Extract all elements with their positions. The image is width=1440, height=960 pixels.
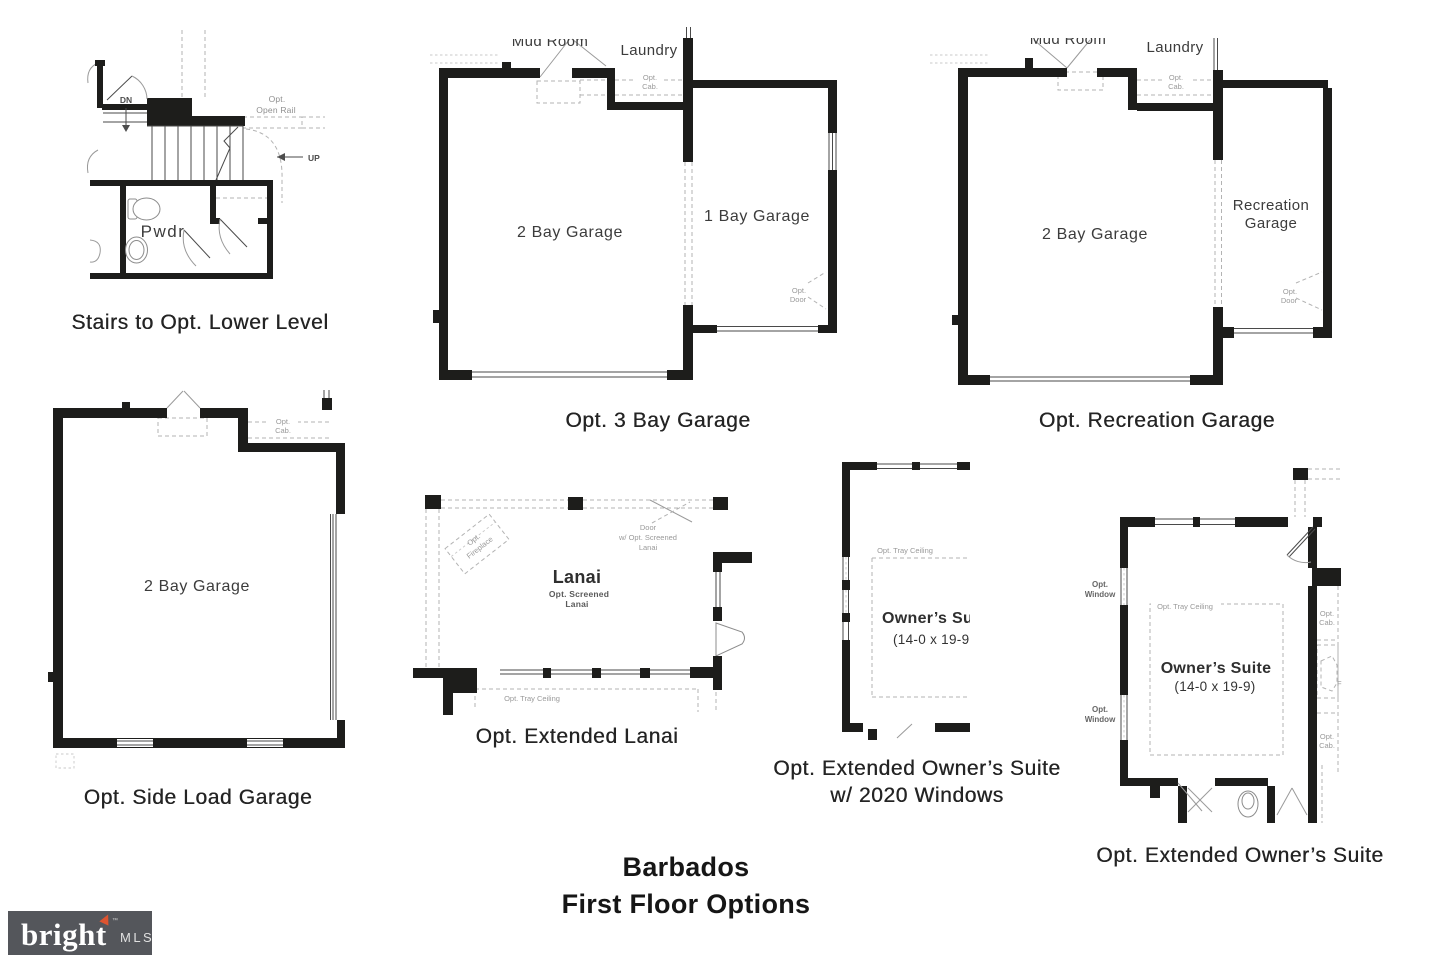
opt-window-label-2-line1: Opt.: [1092, 705, 1108, 714]
walls: [952, 38, 1332, 385]
opt-door-label-line1: Opt.: [1283, 287, 1297, 296]
direction-arrows: [122, 108, 303, 161]
bright-mls-logo: bright ™ MLS: [8, 911, 152, 955]
pwdr-room-label: Pwdr: [141, 222, 186, 241]
logo-brand-text: bright: [21, 917, 107, 952]
door-swings: [1033, 39, 1091, 69]
caption-recreation-garage: Opt. Recreation Garage: [1038, 409, 1276, 432]
caption-extended-suite-2020-line1: Opt. Extended Owner’s Suite: [773, 757, 1061, 780]
dashed-details: [430, 54, 827, 310]
caption-side-load-garage: Opt. Side Load Garage: [83, 786, 313, 809]
dashed-details: [930, 54, 1323, 311]
caption-extended-suite-2020-line2: w/ 2020 Windows: [830, 784, 1004, 807]
tray-ceiling-label: Opt. Tray Ceiling: [1157, 602, 1213, 611]
fixtures: [1237, 790, 1259, 818]
caption-three-bay-garage: Opt. 3 Bay Garage: [565, 409, 751, 432]
opt-cab-label-line2: Cab.: [642, 82, 658, 91]
dashed-details: [55, 417, 330, 769]
opt-cab-label-line1: Opt.: [276, 417, 290, 426]
fixtures: [125, 197, 161, 264]
caption-extended-suite: Opt. Extended Owner’s Suite: [1096, 844, 1384, 867]
door-swings: [106, 75, 248, 267]
opt-cab-label-2-line2: Cab.: [1319, 741, 1335, 750]
door-note-line2: w/ Opt. Screened: [618, 533, 677, 542]
dn-label: DN: [120, 95, 132, 105]
door-note-line1: Door: [640, 523, 657, 532]
opt-door-label-line1: Opt.: [792, 286, 806, 295]
suite-dimensions: (14-0 x 19-9): [1174, 679, 1255, 694]
owners-suite-label-clipped: Owner’s Su: [882, 610, 970, 627]
open-rail-label-line2: Open Rail: [256, 105, 296, 115]
opt-door-label-line2: Door: [1281, 296, 1298, 305]
opt-cab-label-line2: Cab.: [275, 426, 291, 435]
door-swings: [166, 390, 201, 409]
opt-window-label-2-line2: Window: [1085, 715, 1116, 724]
opt-cab-label-line1: Opt.: [1169, 73, 1183, 82]
dashed-details: [871, 557, 970, 698]
opt-window-label-1-line1: Opt.: [1092, 580, 1108, 589]
opt-cab-label-1-line1: Opt.: [1320, 609, 1334, 618]
recreation-garage-drawing: Mud Room Laundry Opt. Cab. 2 Bay Garage …: [930, 31, 1332, 385]
walls: [1120, 468, 1341, 823]
logo-trademark: ™: [112, 918, 118, 924]
door-note-line3: Lanai: [639, 543, 658, 552]
suite-dimensions-clipped: (14-0 x 19-9: [893, 632, 969, 647]
recreation-garage-label-line2: Garage: [1245, 215, 1297, 232]
extended-suite-2020-drawing: Opt. Tray Ceiling Owner’s Su (14-0 x 19-…: [842, 462, 970, 740]
recreation-garage-label-line1: Recreation: [1233, 197, 1310, 214]
walls: [48, 390, 345, 748]
extended-suite-drawing: Opt. Window Opt. Window Opt. Tray Ceilin…: [1085, 468, 1343, 823]
opt-door-label-line2: Door: [790, 295, 807, 304]
lanai-room-label: Lanai: [553, 567, 602, 587]
sheet-title-line1: Barbados: [622, 852, 750, 882]
walls: [90, 60, 273, 279]
sheet-title-line2: First Floor Options: [561, 889, 811, 919]
two-bay-garage-label: 2 Bay Garage: [144, 578, 250, 595]
opt-cab-label-2-line1: Opt.: [1320, 732, 1334, 741]
stairs-plan-drawing: DN UP Opt. Open Rail Pwdr: [87, 30, 325, 279]
sheet-title: Barbados First Floor Options: [486, 849, 886, 923]
two-bay-garage-label: 2 Bay Garage: [517, 224, 623, 241]
owners-suite-label: Owner’s Suite: [1161, 660, 1272, 677]
stair-treads: [103, 112, 244, 181]
door-swings: [539, 38, 607, 78]
door-swings: [1177, 526, 1316, 816]
laundry-label: Laundry: [620, 42, 677, 59]
one-bay-garage-label: 1 Bay Garage: [704, 208, 810, 225]
opt-cab-label-line2: Cab.: [1168, 82, 1184, 91]
opt-cab-label-line1: Opt.: [643, 73, 657, 82]
three-bay-garage-drawing: Mud Room Laundry Opt. Cab. 2 Bay Garage …: [430, 27, 837, 380]
two-bay-garage-label: 2 Bay Garage: [1042, 226, 1148, 243]
tray-ceiling-label: Opt. Tray Ceiling: [877, 546, 933, 555]
clipped-text-fragment: F: [1337, 679, 1342, 688]
mud-room-label: Mud Room: [512, 33, 589, 50]
logo-mls-text: MLS: [120, 930, 155, 945]
side-load-garage-drawing: Opt. Cab. 2 Bay Garage: [48, 390, 345, 769]
walls: [433, 27, 837, 380]
screened-lanai-label-line1: Opt. Screened: [549, 589, 609, 599]
caption-extended-suite-2020: Opt. Extended Owner’s Suite w/ 2020 Wind…: [737, 755, 1097, 809]
open-rail-label-line1: Opt.: [269, 94, 286, 104]
screened-lanai-label-line2: Lanai: [565, 599, 588, 609]
walls: [842, 462, 970, 740]
laundry-label: Laundry: [1146, 39, 1203, 56]
opt-cab-label-1-line2: Cab.: [1319, 618, 1335, 627]
walls: [413, 495, 752, 715]
caption-extended-lanai: Opt. Extended Lanai: [475, 725, 679, 748]
fireplace-label: Opt. Fireplace: [465, 532, 495, 561]
tray-ceiling-label: Opt. Tray Ceiling: [504, 694, 560, 703]
opt-window-label-1-line2: Window: [1085, 590, 1116, 599]
up-label: UP: [308, 153, 320, 163]
caption-stairs: Stairs to Opt. Lower Level: [71, 311, 329, 334]
dashed-details: [425, 499, 717, 712]
extended-lanai-drawing: Opt. Fireplace Door w/ Opt. Screened Lan…: [413, 495, 752, 715]
mud-room-label: Mud Room: [1030, 31, 1107, 48]
door-swings: [649, 499, 693, 524]
